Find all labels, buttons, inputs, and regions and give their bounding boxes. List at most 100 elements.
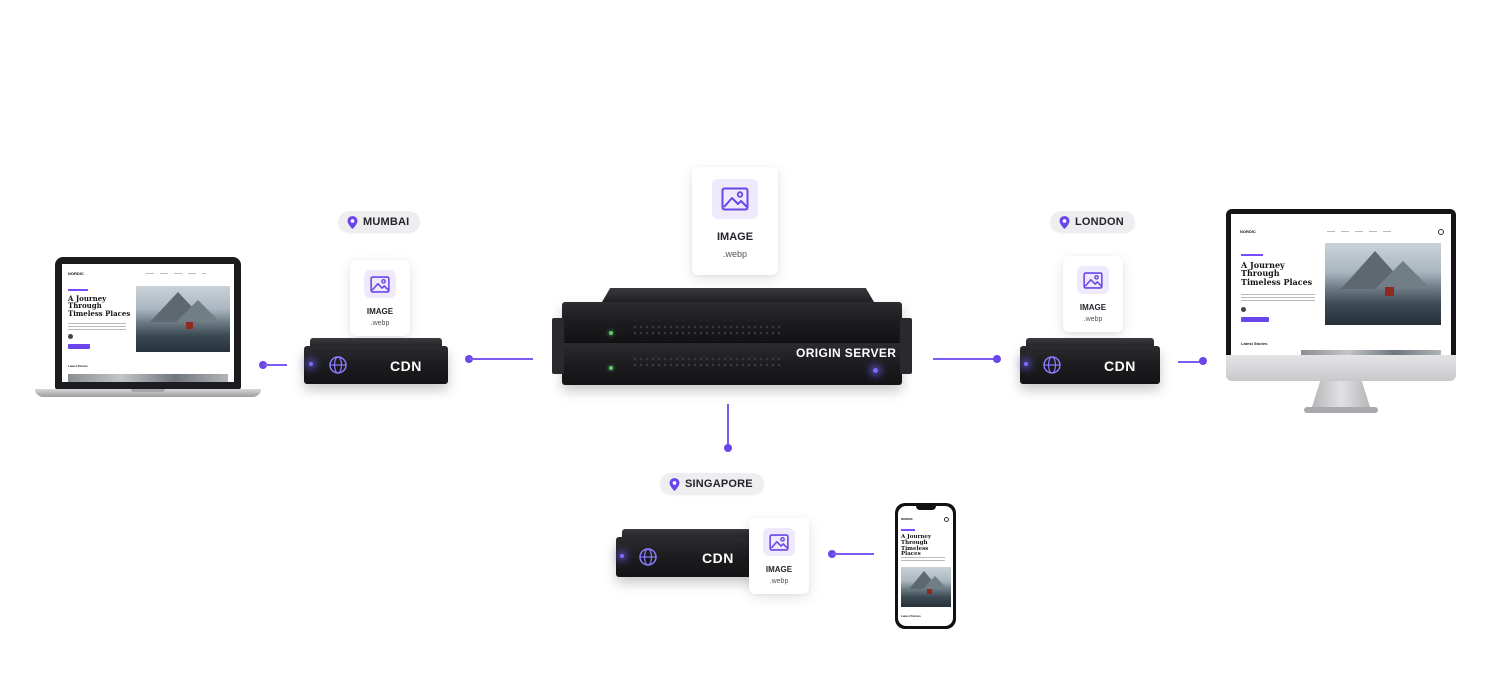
vent-grille — [632, 324, 782, 338]
power-led — [1024, 362, 1028, 366]
pin-icon — [669, 477, 680, 491]
phone-device: NORDIC A Journey Through Timeless Places… — [895, 503, 956, 629]
site-read-button — [1241, 317, 1269, 322]
pin-icon — [1059, 215, 1070, 229]
origin-server-lid — [602, 288, 874, 302]
file-ext: .webp — [370, 320, 390, 327]
phone-screen: NORDIC A Journey Through Timeless Places… — [898, 506, 953, 626]
file-ext: .webp — [722, 249, 748, 259]
site-author-avatar — [1241, 307, 1246, 312]
headline-line: A Journey — [68, 294, 107, 303]
mountain-shape — [176, 300, 220, 322]
cdn-label: CDN — [702, 550, 734, 566]
headline-line: Timeless Places — [68, 308, 131, 318]
cdn-lid — [310, 338, 442, 346]
globe-icon — [639, 548, 657, 566]
site-tag — [1241, 254, 1263, 256]
laptop-screen: NORDIC A Journey Through Timeless Places… — [62, 264, 234, 382]
connector-laptop-mumbai — [263, 364, 287, 366]
site-latest-stories: Latest Stories — [901, 614, 921, 618]
status-led — [609, 366, 613, 370]
image-icon-box — [712, 179, 758, 219]
power-led — [873, 368, 878, 373]
site-body-text — [1241, 294, 1315, 302]
site-author-avatar — [68, 334, 73, 339]
connector-london-desktop — [1178, 361, 1204, 363]
site-tag — [901, 529, 915, 531]
headline-line: A Journey — [901, 534, 932, 540]
site-story-thumbnails — [68, 374, 228, 382]
search-icon — [1438, 229, 1444, 235]
laptop-notch — [131, 389, 165, 392]
file-title: IMAGE — [765, 565, 793, 574]
headline-line: Timeless Places — [901, 545, 929, 558]
site-tag — [68, 289, 88, 291]
headline-line: Through — [68, 301, 102, 311]
site-hero-photo — [1325, 243, 1441, 325]
phone-notch — [916, 506, 936, 510]
image-icon — [721, 187, 749, 211]
site-logo: NORDIC — [68, 271, 84, 276]
site-nav — [146, 273, 206, 274]
laptop-base — [35, 389, 261, 397]
cdn-lid — [622, 529, 752, 537]
rack-ear-right — [900, 318, 912, 374]
connector-singapore-phone — [832, 553, 874, 555]
connector-dot-singapore — [724, 444, 732, 452]
file-title: IMAGE — [366, 307, 394, 316]
status-led — [609, 331, 613, 335]
image-icon — [769, 533, 789, 551]
site-hero-photo — [136, 286, 230, 352]
site-latest-stories: Latest Stories — [68, 364, 88, 368]
monitor-screen: NORDIC A Journey Through Timeless Places… — [1231, 214, 1451, 355]
site-hero-photo — [901, 567, 951, 607]
connector-origin-singapore — [727, 404, 729, 448]
location-label: LONDON — [1075, 216, 1124, 228]
london-image-file: IMAGE .webp — [1063, 256, 1123, 332]
singapore-image-file: IMAGE .webp — [749, 518, 809, 594]
red-house — [1385, 287, 1394, 296]
site-headline: A Journey Through Timeless Places — [68, 295, 132, 317]
monitor-stand — [1312, 381, 1370, 407]
rack-ear-left — [552, 318, 564, 374]
mumbai-image-file: IMAGE .webp — [350, 260, 410, 336]
connector-origin-london — [933, 358, 997, 360]
file-title: IMAGE — [716, 231, 754, 243]
cdn-label: CDN — [1104, 358, 1136, 374]
monitor-foot — [1304, 407, 1378, 413]
location-pill-singapore: SINGAPORE — [660, 473, 764, 495]
connector-mumbai-origin — [469, 358, 533, 360]
image-icon — [1083, 271, 1103, 289]
file-ext: .webp — [1083, 316, 1103, 323]
connector-dot-london — [993, 355, 1001, 363]
site-nav — [1327, 231, 1391, 232]
site-story-thumbnails — [1301, 350, 1441, 355]
location-pill-london: LONDON — [1050, 211, 1135, 233]
cdn-label: CDN — [390, 358, 422, 374]
site-latest-stories: Latest Stories — [1241, 341, 1268, 346]
search-icon — [944, 517, 949, 522]
origin-server-label: ORIGIN SERVER — [796, 346, 897, 360]
headline-line: Through — [1241, 268, 1280, 279]
location-pill-mumbai: MUMBAI — [338, 211, 421, 233]
laptop-device: NORDIC A Journey Through Timeless Places… — [35, 257, 261, 407]
monitor-chin — [1226, 355, 1456, 381]
site-body-text — [68, 323, 126, 330]
red-house — [927, 589, 932, 594]
file-title: IMAGE — [1079, 303, 1107, 312]
headline-line: Timeless Places — [1241, 276, 1313, 287]
headline-line: A Journey — [1241, 260, 1285, 270]
image-icon-box — [763, 528, 795, 556]
image-icon-box — [1077, 266, 1109, 294]
site-logo: NORDIC — [901, 517, 913, 521]
image-icon — [370, 275, 390, 293]
image-icon-box — [364, 270, 396, 298]
desktop-monitor: NORDIC A Journey Through Timeless Places… — [1226, 209, 1456, 417]
site-headline: A Journey Through Timeless Places — [901, 534, 947, 558]
site-logo: NORDIC — [1240, 229, 1256, 234]
cdn-lid — [1026, 338, 1154, 346]
globe-icon — [329, 356, 347, 374]
connector-dot-desktop — [1199, 357, 1207, 365]
red-house — [186, 322, 193, 329]
